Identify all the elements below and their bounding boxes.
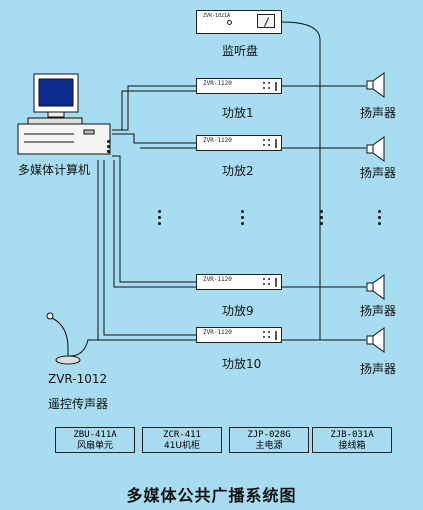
ellipsis-icon — [378, 210, 381, 225]
computer-icon — [17, 73, 111, 155]
speaker-label: 扬声器 — [360, 166, 397, 180]
wire-computer-amp10 — [103, 160, 196, 336]
equipment-model: ZBU-411A — [73, 430, 117, 440]
diagram-title: 多媒体公共广播系统图 — [126, 486, 297, 505]
wire-monitor-bus — [281, 21, 321, 340]
ellipsis-icon — [158, 210, 161, 225]
amplifier-label: 功放10 — [222, 357, 262, 371]
fader-icon — [275, 139, 277, 148]
amplifier-2: ZVR-1120 — [196, 135, 282, 151]
equipment-name: 41U机柜 — [163, 441, 201, 451]
ellipsis-icon — [320, 210, 323, 225]
amplifier-model: ZVR-1120 — [203, 329, 232, 336]
monitor-knob-icon — [227, 20, 232, 25]
indicator-dots-icon — [263, 139, 271, 148]
microphone-icon — [46, 312, 81, 365]
equipment-box-cabinet: ZCR-411 41U机柜 — [142, 427, 222, 453]
equipment-name: 风扇单元 — [76, 441, 113, 451]
equipment-name: 主电源 — [255, 441, 283, 451]
computer-label: 多媒体计算机 — [18, 163, 91, 177]
equipment-box-fan-unit: ZBU-411A 风扇单元 — [55, 427, 135, 453]
indicator-dots-icon — [263, 82, 271, 91]
speaker-label: 扬声器 — [360, 106, 397, 120]
amplifier-1: ZVR-1120 — [196, 78, 282, 94]
amplifier-model: ZVR-1120 — [203, 137, 232, 144]
equipment-model: ZCR-411 — [163, 430, 201, 440]
monitor-panel-model: ZVR-1021A — [203, 13, 231, 19]
equipment-model: ZJP-028G — [247, 430, 291, 440]
speaker-icon — [366, 327, 385, 353]
wire-computer-amp10-b — [97, 160, 196, 341]
equipment-box-power: ZJP-028G 主电源 — [229, 427, 309, 453]
fader-icon — [275, 82, 277, 91]
speaker-label: 扬声器 — [360, 304, 397, 318]
amplifier-label: 功放1 — [222, 106, 254, 120]
equipment-model: ZJB-031A — [330, 430, 374, 440]
amplifier-label: 功放9 — [222, 304, 254, 318]
monitor-panel: ZVR-1021A — [196, 10, 282, 34]
amplifier-label: 功放2 — [222, 164, 254, 178]
speaker-label: 扬声器 — [360, 362, 397, 376]
amplifier-10: ZVR-1120 — [196, 327, 282, 343]
microphone-label: 遥控传声器 — [48, 397, 109, 411]
speaker-icon — [366, 136, 385, 162]
ellipsis-icon — [241, 210, 244, 225]
connector-dots-icon — [107, 140, 110, 154]
wire-computer-amp2 — [112, 133, 196, 144]
wire-mic-cable — [69, 339, 98, 357]
vu-meter-icon — [257, 14, 275, 28]
amplifier-model: ZVR-1120 — [203, 276, 232, 283]
fader-icon — [275, 331, 277, 340]
wire-computer-amp1 — [112, 85, 196, 131]
equipment-box-terminal: ZJB-031A 接线箱 — [312, 427, 392, 453]
amplifier-model: ZVR-1120 — [203, 80, 232, 87]
indicator-dots-icon — [263, 278, 271, 287]
speaker-icon — [366, 274, 385, 300]
monitor-panel-label: 监听盘 — [222, 44, 259, 58]
equipment-name: 接线箱 — [338, 441, 366, 451]
microphone-model: ZVR-1012 — [48, 372, 108, 386]
fader-icon — [275, 278, 277, 287]
amplifier-9: ZVR-1120 — [196, 274, 282, 290]
wire-computer-amp9 — [112, 155, 196, 283]
wire-computer-amp9-b — [113, 160, 196, 288]
indicator-dots-icon — [263, 331, 271, 340]
wire-computer-amp1-b — [121, 90, 196, 130]
speaker-icon — [366, 72, 385, 98]
